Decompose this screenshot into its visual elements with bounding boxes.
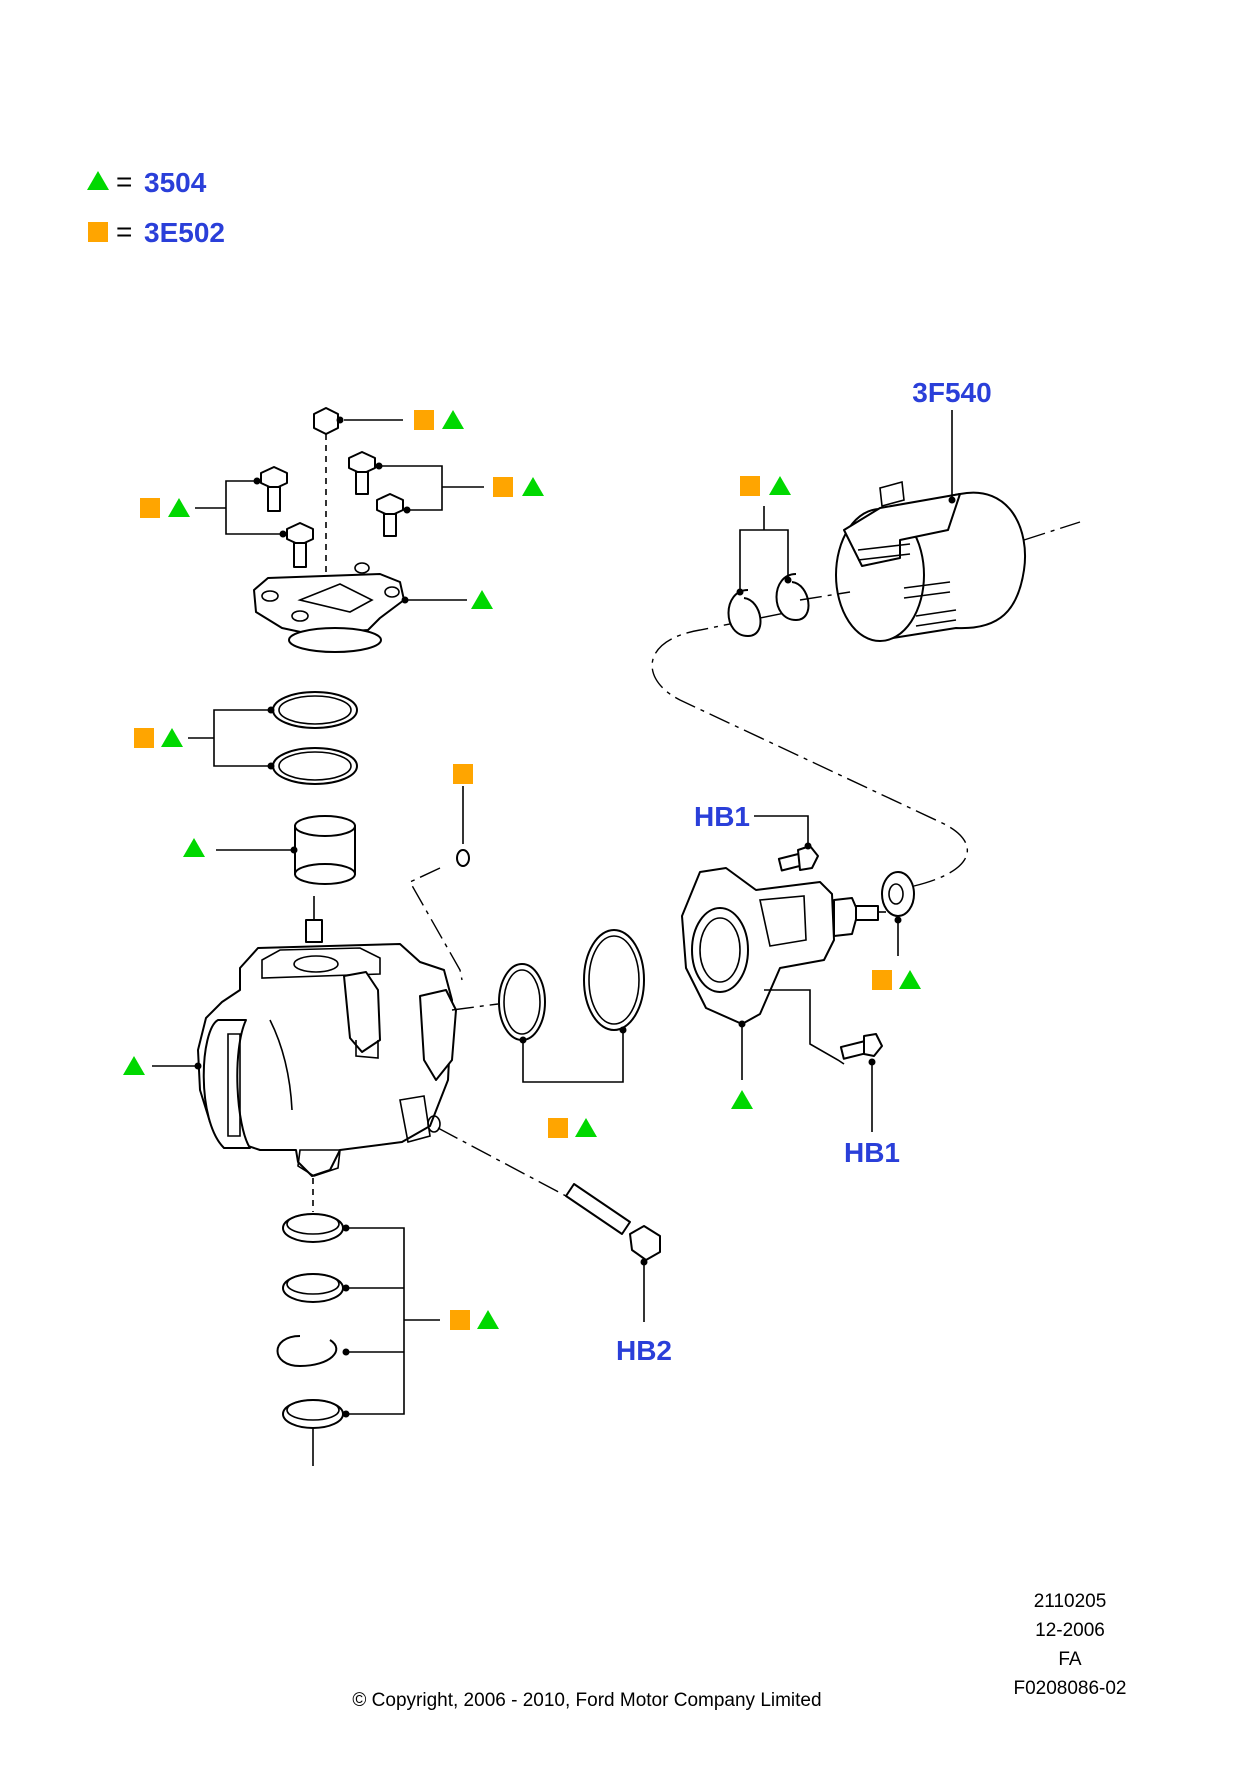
square-icon [134,728,154,748]
triangle-icon [442,410,464,429]
square-icon [450,1310,470,1330]
square-icon [872,970,892,990]
revision-date: 12-2006 [1035,1620,1105,1641]
callout-hb2: HB2 [616,1335,672,1366]
callout-hb1-bottom: HB1 [844,1137,900,1168]
legend-code-3504: 3504 [144,167,207,198]
bolt-part [286,522,314,546]
cover-plate-part [253,562,493,653]
lower-seal-rings [276,1178,499,1466]
triangle-icon [477,1310,499,1329]
square-icon [140,498,160,518]
figure-id: F0208086-02 [1013,1678,1126,1699]
bolt-part [260,466,288,490]
triangle-icon [731,1090,753,1109]
square-icon [548,1118,568,1138]
callout-hb1-top: HB1 [694,801,750,832]
callout-3f540: 3F540 [912,377,991,408]
legend-code-3E502: 3E502 [144,217,225,248]
triangle-icon [123,1056,145,1075]
bolt-part [376,493,404,517]
legend-eq-2: = [116,216,132,247]
bushing-part [183,815,356,885]
triangle-icon [161,728,183,747]
circlips-part [727,476,851,637]
long-bolt-part: HB2 [437,1127,672,1366]
top-bolts-group [140,407,544,600]
valve-body-part: HB1 HB1 [681,801,900,1168]
triangle-icon [899,970,921,989]
legend-triangle-icon [87,171,109,190]
triangle-icon [522,477,544,496]
square-icon [493,477,513,497]
middle-o-rings [498,929,645,1138]
square-icon [453,764,473,784]
upper-seal-rings [134,691,358,785]
market-code: FA [1058,1649,1082,1670]
triangle-icon [575,1118,597,1137]
nut-part [313,407,339,435]
square-icon [740,476,760,496]
triangle-icon [183,838,205,857]
legend-square-icon [88,222,108,242]
bolt-part [348,451,376,475]
triangle-icon [168,498,190,517]
cover-3f540-part: 3F540 [835,377,1081,642]
square-icon [414,410,434,430]
footer-block: 2110205 12-2006 FA F0208086-02 © Copyrig… [352,1591,1126,1711]
triangle-icon [471,590,493,609]
legend: = 3504 = 3E502 [87,166,225,248]
steering-gear-housing-part [123,896,499,1177]
legend-eq-1: = [116,166,132,197]
small-clip-part [409,764,473,981]
triangle-icon [769,476,791,495]
right-seal-part [872,871,921,990]
ref-number: 2110205 [1034,1591,1107,1612]
copyright-text: © Copyright, 2006 - 2010, Ford Motor Com… [352,1690,821,1711]
